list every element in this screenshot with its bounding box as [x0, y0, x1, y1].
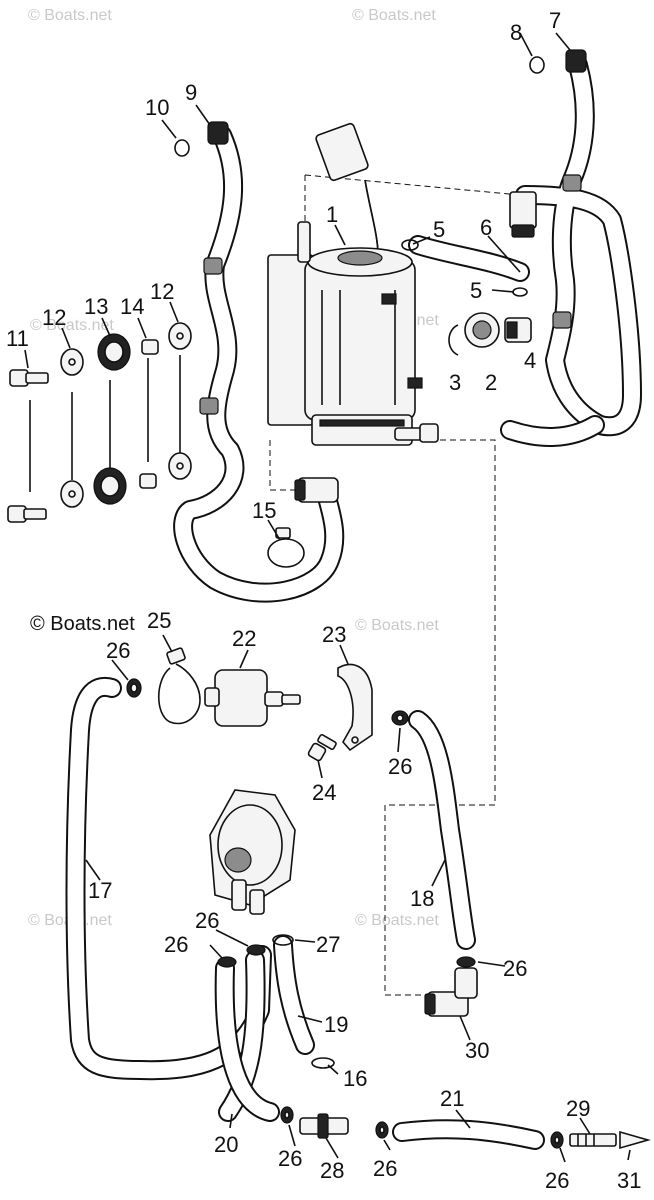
bushing: [141, 339, 159, 355]
hose-clip: [401, 239, 419, 251]
callout-6: 6: [480, 215, 492, 240]
hose-17-long: [65, 676, 272, 1081]
callout-23: 23: [322, 622, 346, 647]
callout-24: 24: [312, 780, 336, 805]
callout-26-pump-lower: 26: [164, 932, 188, 957]
callout-1: 1: [326, 202, 338, 227]
callout-26-elbow: 26: [503, 956, 527, 981]
callout-16: 16: [343, 1066, 367, 1091]
callout-13: 13: [84, 294, 108, 319]
callout-labels: 1 2 3 4 5 5 6 7 8 9 10 11 12 12 13 14 15…: [6, 8, 641, 1193]
hose-end-fitting: [207, 121, 229, 145]
callout-7: 7: [549, 8, 561, 33]
electrical-connector: [315, 122, 369, 182]
watermark-text: © Boats.net: [28, 7, 112, 24]
callout-3: 3: [449, 370, 461, 395]
callout-12-right: 12: [150, 279, 174, 304]
vent-hose: [401, 235, 530, 297]
fuel-pump: [209, 789, 296, 915]
filter-strap: [158, 647, 201, 725]
bushing: [139, 473, 157, 489]
filter-bracket: [337, 663, 373, 752]
hose-clamp: [311, 1057, 335, 1069]
short-hoses: [214, 935, 315, 1122]
inline-fuel-filter: [204, 669, 301, 727]
callout-18: 18: [410, 886, 434, 911]
hose-upper-left: [173, 121, 345, 603]
watermark-text: © Boats.net: [352, 7, 436, 24]
callout-8: 8: [510, 20, 522, 45]
callout-17: 17: [88, 878, 112, 903]
hose-clamps-26: [126, 678, 564, 1149]
callout-26-right-bottom: 26: [545, 1168, 569, 1193]
hose-18: [408, 710, 476, 950]
callout-26-hose18: 26: [388, 754, 412, 779]
callout-25: 25: [147, 608, 171, 633]
callout-2: 2: [485, 370, 497, 395]
callout-29: 29: [566, 1096, 590, 1121]
hose-end-fitting: [565, 49, 587, 73]
hose-clamp: [272, 934, 294, 946]
washer: [168, 322, 192, 350]
callout-26-filter: 26: [106, 638, 130, 663]
hose-clip: [512, 287, 528, 297]
callout-21: 21: [440, 1086, 464, 1111]
washer: [60, 480, 84, 508]
callout-26-mid-bottom: 26: [373, 1156, 397, 1181]
callout-11: 11: [6, 326, 29, 351]
callout-4: 4: [524, 348, 536, 373]
leader-lines: [24, 32, 631, 1163]
callout-26-pump-upper: 26: [195, 908, 219, 933]
callout-31: 31: [617, 1168, 641, 1193]
quick-connector-fitting: [569, 1130, 651, 1150]
fuel-fitting: [509, 191, 537, 229]
protective-cap: [619, 1130, 651, 1150]
watermark-text: © Boats.net: [355, 912, 439, 929]
hose-connector: [299, 1113, 349, 1139]
callout-27: 27: [316, 932, 340, 957]
callout-28: 28: [320, 1158, 344, 1183]
watermark-text: © Boats.net: [355, 617, 439, 634]
callout-26-left-bottom: 26: [278, 1146, 302, 1171]
callout-19: 19: [324, 1012, 348, 1037]
callout-22: 22: [232, 626, 256, 651]
watermark-main-text: © Boats.net: [30, 613, 135, 635]
hose-clamp: [267, 527, 305, 568]
callout-5-lower: 5: [470, 278, 482, 303]
callout-10: 10: [145, 95, 169, 120]
elbow-fitting-30: [424, 967, 478, 1017]
washer: [60, 348, 84, 376]
hose-upper-right: [500, 49, 642, 447]
callout-12-left: 12: [42, 305, 66, 330]
fitting-parts-2-3-4: [448, 312, 532, 356]
bracket-screw: [307, 733, 337, 762]
washer: [168, 452, 192, 480]
callout-14: 14: [120, 294, 144, 319]
hose-21: [392, 1119, 545, 1150]
vapor-separator-assembly: [267, 122, 439, 446]
watermark-text: © Boats.net: [30, 317, 114, 334]
callout-9: 9: [185, 80, 197, 105]
o-ring: [174, 139, 190, 157]
o-ring: [529, 56, 545, 74]
callout-20: 20: [214, 1132, 238, 1157]
callout-30: 30: [465, 1038, 489, 1063]
callout-5-upper: 5: [433, 217, 445, 242]
retaining-ring: [448, 324, 459, 356]
mounting-hardware: [7, 322, 192, 523]
callout-15: 15: [252, 498, 276, 523]
